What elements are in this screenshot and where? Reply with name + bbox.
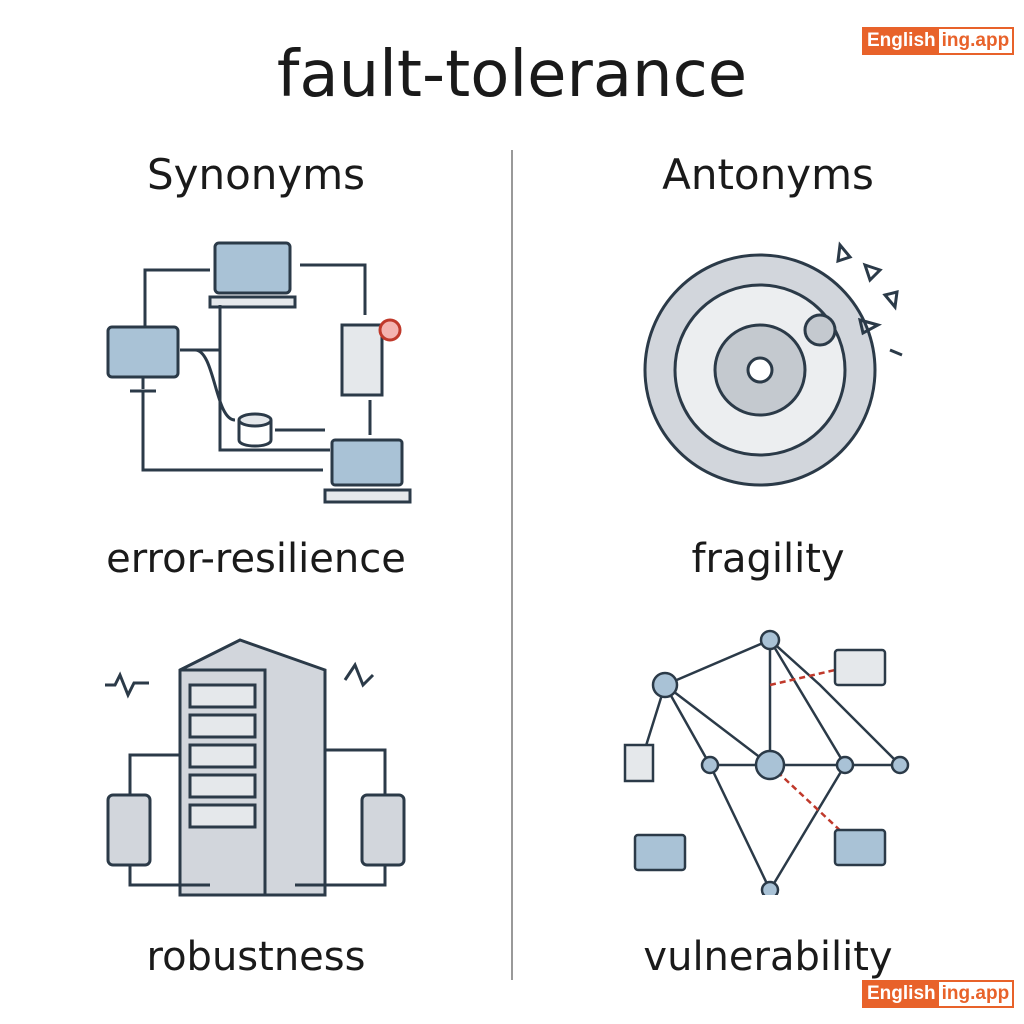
synonyms-heading: Synonyms [146,150,366,199]
synonym-error-resilience: error-resilience [106,536,406,582]
server-rack-illustration [105,638,406,897]
page-title: fault-tolerance [276,38,748,112]
vulnerable-network-illustration [623,629,910,895]
network-failover-illustration [106,241,412,504]
synonym-robustness: robustness [146,934,366,980]
antonym-vulnerability: vulnerability [643,934,893,980]
antonyms-heading: Antonyms [662,150,874,199]
broken-gear-illustration [643,241,903,487]
divider [511,150,513,980]
antonym-fragility: fragility [691,536,845,582]
